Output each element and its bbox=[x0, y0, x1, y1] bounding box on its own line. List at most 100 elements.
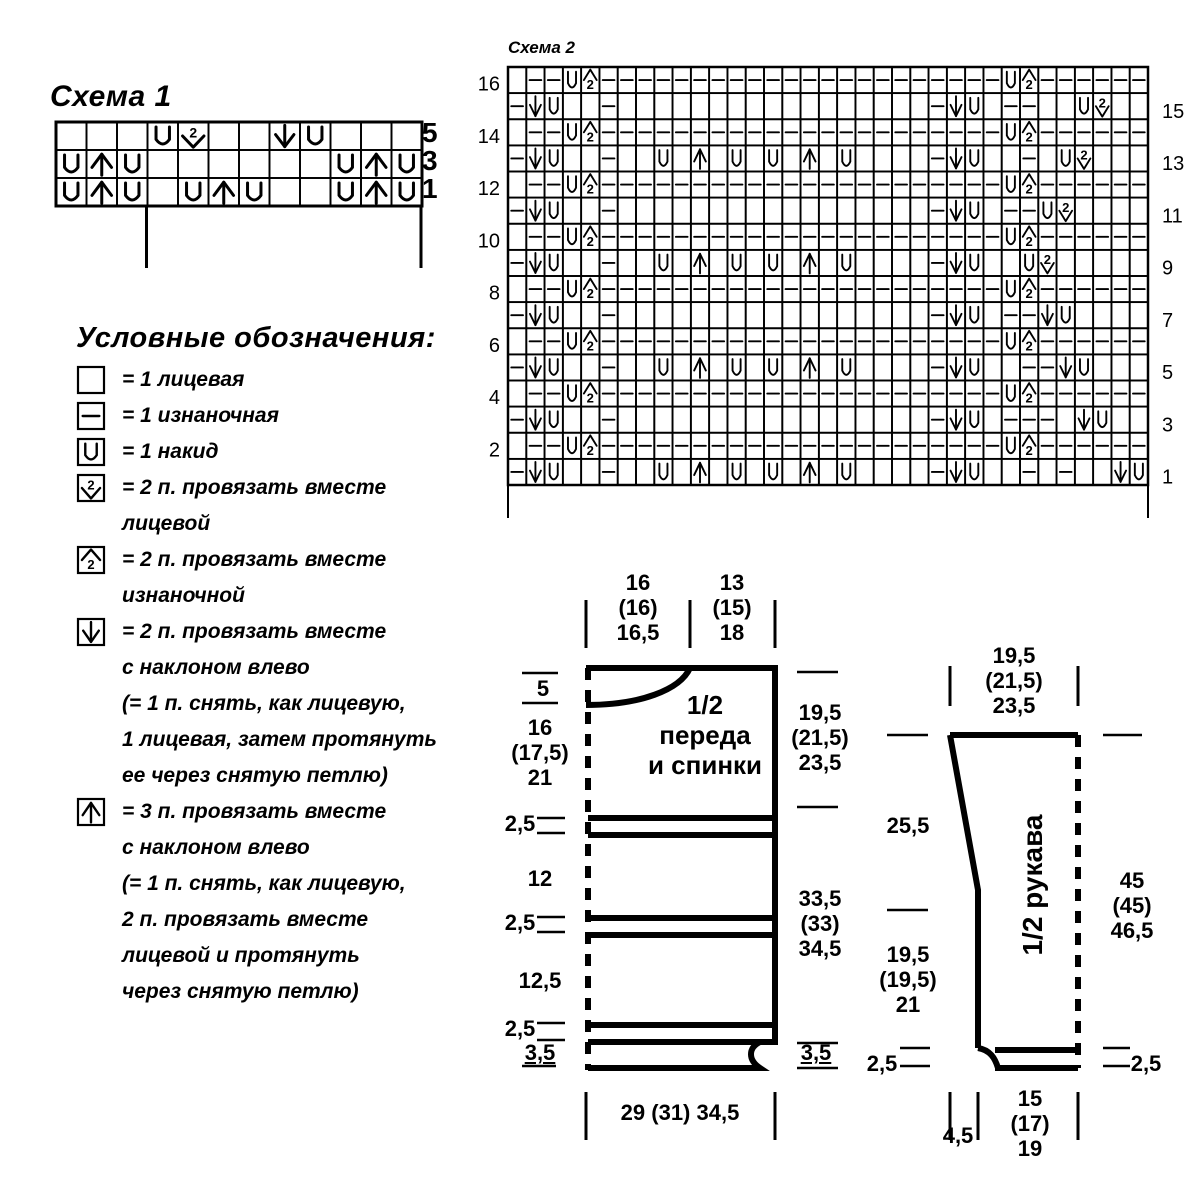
scheme2-row-label: 5 bbox=[1162, 362, 1173, 384]
dim-line: 21 bbox=[527, 765, 553, 790]
dim-line: 16 bbox=[625, 570, 651, 595]
scheme2-row-label: 9 bbox=[1162, 258, 1173, 280]
mid-1-dim: 12 bbox=[527, 866, 553, 891]
side-right-dim: 33,5 (33) 34,5 bbox=[780, 886, 860, 961]
scheme1-row-label: 5 bbox=[422, 117, 438, 148]
hem-right-dim: 3,5 bbox=[800, 1040, 832, 1065]
p2-symbol: 2 bbox=[1021, 382, 1037, 406]
scheme1-row-label: 3 bbox=[422, 145, 438, 176]
legend-text: 2 п. провязать вместе bbox=[122, 908, 369, 931]
p2tog-icon: 2 bbox=[76, 545, 106, 575]
legend-text: с наклоном влево bbox=[122, 656, 310, 679]
dim-line: 45 bbox=[1119, 868, 1145, 893]
U-symbol bbox=[548, 410, 559, 429]
body-piece-label: 1/2 переда и спинки bbox=[630, 690, 780, 780]
U-symbol bbox=[969, 358, 980, 376]
svg-text:2: 2 bbox=[87, 477, 94, 492]
A-symbol bbox=[693, 252, 707, 275]
U-symbol bbox=[548, 96, 559, 115]
v-symbol bbox=[528, 304, 542, 327]
dim-line: 34,5 bbox=[798, 936, 842, 961]
U-symbol bbox=[969, 96, 980, 115]
v-symbol bbox=[528, 147, 542, 170]
p2-symbol: 2 bbox=[582, 173, 598, 197]
U-symbol bbox=[548, 462, 559, 481]
v-symbol bbox=[1114, 461, 1128, 483]
scheme1-row-labels: 5 3 1 bbox=[422, 117, 452, 204]
label-line: и спинки bbox=[647, 750, 763, 780]
svg-text:2: 2 bbox=[1026, 182, 1033, 197]
dim-line: 46,5 bbox=[1110, 918, 1154, 943]
v-symbol bbox=[82, 620, 100, 644]
mid-2-dim: 12,5 bbox=[518, 968, 562, 993]
legend-text: (= 1 п. снять, как лицевую, bbox=[122, 872, 406, 895]
scheme2-row-label: 11 bbox=[1162, 205, 1183, 227]
svg-text:2: 2 bbox=[1026, 234, 1033, 249]
U-symbol bbox=[567, 279, 577, 298]
legend-symbol-box bbox=[76, 545, 106, 575]
scheme2-row-label: 10 bbox=[478, 230, 500, 252]
A-symbol bbox=[802, 461, 817, 484]
body-bottom-width-dim: 29 (31) 34,5 bbox=[620, 1100, 740, 1125]
U-symbol bbox=[1005, 227, 1016, 246]
U-symbol bbox=[1005, 123, 1016, 141]
sk2p-icon bbox=[76, 797, 106, 827]
U-symbol bbox=[1133, 462, 1144, 481]
body-top-right-dim: 13 (15) 18 bbox=[702, 570, 762, 645]
svg-text:2: 2 bbox=[1062, 200, 1069, 215]
U-symbol bbox=[841, 462, 852, 481]
legend-symbol-box bbox=[76, 365, 106, 395]
A-symbol bbox=[693, 148, 707, 170]
v-symbol bbox=[528, 95, 542, 118]
scheme2-row-label: 15 bbox=[1162, 101, 1184, 123]
k2-symbol: 2 bbox=[1040, 252, 1055, 275]
scheme2-row-label: 2 bbox=[489, 439, 500, 461]
dim-line: 21 bbox=[895, 992, 921, 1017]
band-3-dim: 2,5 bbox=[504, 1016, 536, 1041]
U-symbol bbox=[154, 125, 171, 146]
k2-symbol: 2 bbox=[1094, 95, 1110, 118]
legend-text: = 3 п. провязать вместе bbox=[122, 800, 387, 823]
U-symbol bbox=[1005, 332, 1016, 350]
sleeve-bottom-width-dim: 15 (17) 19 bbox=[1000, 1086, 1060, 1161]
scheme1-row-label: 1 bbox=[422, 173, 438, 204]
p2-symbol: 2 bbox=[1021, 277, 1037, 301]
U-symbol bbox=[768, 358, 779, 376]
U-symbol bbox=[1060, 305, 1071, 324]
U-symbol bbox=[548, 149, 559, 167]
v-symbol bbox=[949, 95, 963, 118]
U-symbol bbox=[768, 462, 779, 481]
label-line: 1/2 bbox=[686, 690, 724, 720]
p2-symbol: 2 bbox=[582, 434, 598, 458]
p2-symbol: 2 bbox=[582, 120, 598, 144]
A-symbol bbox=[364, 180, 388, 205]
U-symbol bbox=[658, 253, 669, 272]
svg-text:2: 2 bbox=[587, 443, 594, 458]
scheme2-row-label: 4 bbox=[489, 387, 500, 409]
U-symbol bbox=[567, 436, 577, 455]
legend-text: = 1 лицевая bbox=[122, 368, 245, 391]
A-symbol bbox=[693, 461, 707, 484]
U-symbol bbox=[969, 201, 980, 220]
legend-text: = 2 п. провязать вместе bbox=[122, 620, 387, 643]
legend-text: лицевой и протянуть bbox=[122, 944, 360, 967]
A-symbol bbox=[81, 801, 101, 824]
U-symbol bbox=[658, 149, 669, 167]
p2-symbol: 2 bbox=[1021, 329, 1037, 353]
scheme1-title: Схема 1 bbox=[50, 80, 172, 113]
scheme2-border bbox=[506, 65, 1150, 487]
body-top-left-dim: 16 (16) 16,5 bbox=[608, 570, 668, 645]
sleeve-cuff-left-dim: 2,5 bbox=[866, 1051, 898, 1076]
p2-symbol: 2 bbox=[1021, 434, 1037, 458]
sleeve-upper-length-dim: 25,5 bbox=[886, 813, 930, 838]
dim-line: (45) bbox=[1112, 893, 1152, 918]
armhole-right-dim: 19,5 (21,5) 23,5 bbox=[780, 700, 860, 775]
k2-symbol: 2 bbox=[80, 477, 102, 500]
dim-line: (21,5) bbox=[985, 668, 1043, 693]
p2-symbol: 2 bbox=[582, 329, 598, 353]
legend-text: = 1 изнаночная bbox=[122, 404, 279, 427]
v-symbol bbox=[528, 356, 542, 379]
svg-text:2: 2 bbox=[587, 77, 594, 92]
svg-text:2: 2 bbox=[1044, 252, 1051, 267]
